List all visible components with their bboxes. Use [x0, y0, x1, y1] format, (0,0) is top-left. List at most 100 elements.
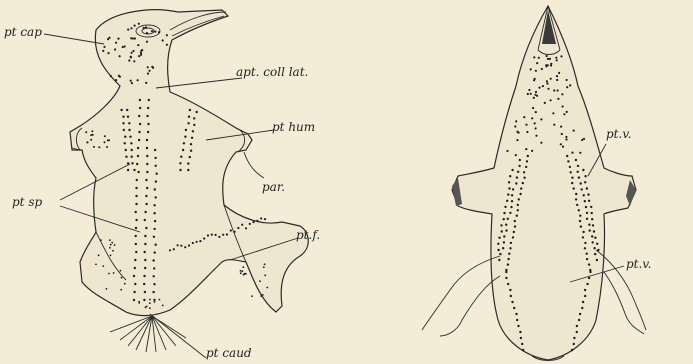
- feather-dot: [593, 230, 595, 232]
- feather-dot: [546, 80, 548, 82]
- feather-dot: [153, 283, 155, 285]
- feather-dot: [120, 289, 122, 291]
- feather-dot: [588, 277, 590, 279]
- feather-dot: [578, 319, 580, 321]
- feather-dot: [100, 239, 102, 241]
- feather-dot: [133, 169, 135, 171]
- feather-dot: [249, 223, 251, 225]
- feather-dot: [594, 253, 596, 255]
- feather-dot: [179, 162, 181, 164]
- feather-dot: [517, 204, 519, 206]
- feather-dot: [582, 169, 584, 171]
- feather-dot: [586, 212, 588, 214]
- feather-dot: [576, 331, 578, 333]
- feather-dot: [552, 112, 554, 114]
- feather-dot: [146, 115, 148, 117]
- feather-dot: [93, 146, 95, 148]
- feather-dot: [136, 163, 138, 165]
- feather-dot: [509, 175, 511, 177]
- feather-dot: [108, 139, 110, 141]
- feather-dot: [244, 273, 246, 275]
- feather-dot: [581, 188, 583, 190]
- feather-dot: [114, 48, 116, 50]
- feather-dot: [505, 229, 507, 231]
- feather-dot: [534, 122, 536, 124]
- feather-dot: [155, 196, 157, 198]
- feather-dot: [562, 146, 564, 148]
- feather-dot: [145, 195, 147, 197]
- feather-dot: [511, 194, 513, 196]
- feather-dot: [133, 291, 135, 293]
- feather-dot: [582, 301, 584, 303]
- feather-dot: [153, 236, 155, 238]
- feather-dot: [555, 57, 557, 59]
- feather-dot: [553, 124, 555, 126]
- feather-dot: [125, 156, 127, 158]
- feather-dot: [575, 193, 577, 195]
- feather-dot: [110, 255, 112, 257]
- feather-dot: [503, 241, 505, 243]
- feather-dot: [135, 211, 137, 213]
- feather-dot: [262, 294, 264, 296]
- feather-dot: [515, 313, 517, 315]
- feather-dot: [137, 171, 139, 173]
- feather-dot: [86, 141, 88, 143]
- feather-dot: [510, 206, 512, 208]
- feather-dot: [146, 187, 148, 189]
- feather-dot: [517, 132, 519, 134]
- feather-dot: [550, 78, 552, 80]
- feather-dot: [525, 148, 527, 150]
- feather-dot: [199, 240, 201, 242]
- feather-dot: [146, 147, 148, 149]
- feather-dot: [108, 273, 110, 275]
- feather-dot: [154, 301, 156, 303]
- feather-dot: [264, 218, 266, 220]
- feather-dot: [506, 150, 508, 152]
- feather-dot: [560, 55, 562, 57]
- feather-dot: [187, 122, 189, 124]
- label-pt-v-lower: pt.v.: [626, 257, 652, 271]
- feather-dot: [264, 263, 266, 265]
- feather-dot: [154, 220, 156, 222]
- feather-dot: [141, 49, 143, 51]
- feather-dot: [519, 193, 521, 195]
- feather-dot: [147, 123, 149, 125]
- feather-dot: [513, 307, 515, 309]
- feather-dot: [154, 31, 156, 33]
- feather-dot: [547, 64, 549, 66]
- feather-dot: [530, 93, 532, 95]
- feather-dot: [240, 272, 242, 274]
- feather-dot: [136, 179, 138, 181]
- feather-dot: [155, 165, 157, 167]
- feather-dot: [151, 30, 153, 32]
- feather-dot: [571, 152, 573, 154]
- feather-dot: [515, 154, 517, 156]
- feather-dot: [517, 171, 519, 173]
- feather-dot: [218, 236, 220, 238]
- feather-dot: [138, 139, 140, 141]
- feather-dot: [151, 66, 153, 68]
- dorsal-body-outline: [70, 10, 308, 316]
- feather-dot: [251, 295, 253, 297]
- feather-dot: [189, 109, 191, 111]
- feather-dot: [129, 136, 131, 138]
- feather-dot: [562, 105, 564, 107]
- feather-dot: [135, 243, 137, 245]
- feather-dot: [111, 242, 113, 244]
- feather-dot: [144, 243, 146, 245]
- feather-dot: [145, 179, 147, 181]
- feather-dot: [516, 139, 518, 141]
- feather-dot: [264, 274, 266, 276]
- feather-dot: [508, 187, 510, 189]
- feather-dot: [131, 52, 133, 54]
- feather-dot: [504, 206, 506, 208]
- feather-dot: [184, 136, 186, 138]
- feather-dot: [144, 211, 146, 213]
- feather-dot: [133, 299, 135, 301]
- feather-dot: [241, 270, 243, 272]
- feather-dot: [567, 160, 569, 162]
- feather-dot: [570, 171, 572, 173]
- feather-dot: [591, 235, 593, 237]
- feather-dot: [234, 231, 236, 233]
- feather-dot: [138, 115, 140, 117]
